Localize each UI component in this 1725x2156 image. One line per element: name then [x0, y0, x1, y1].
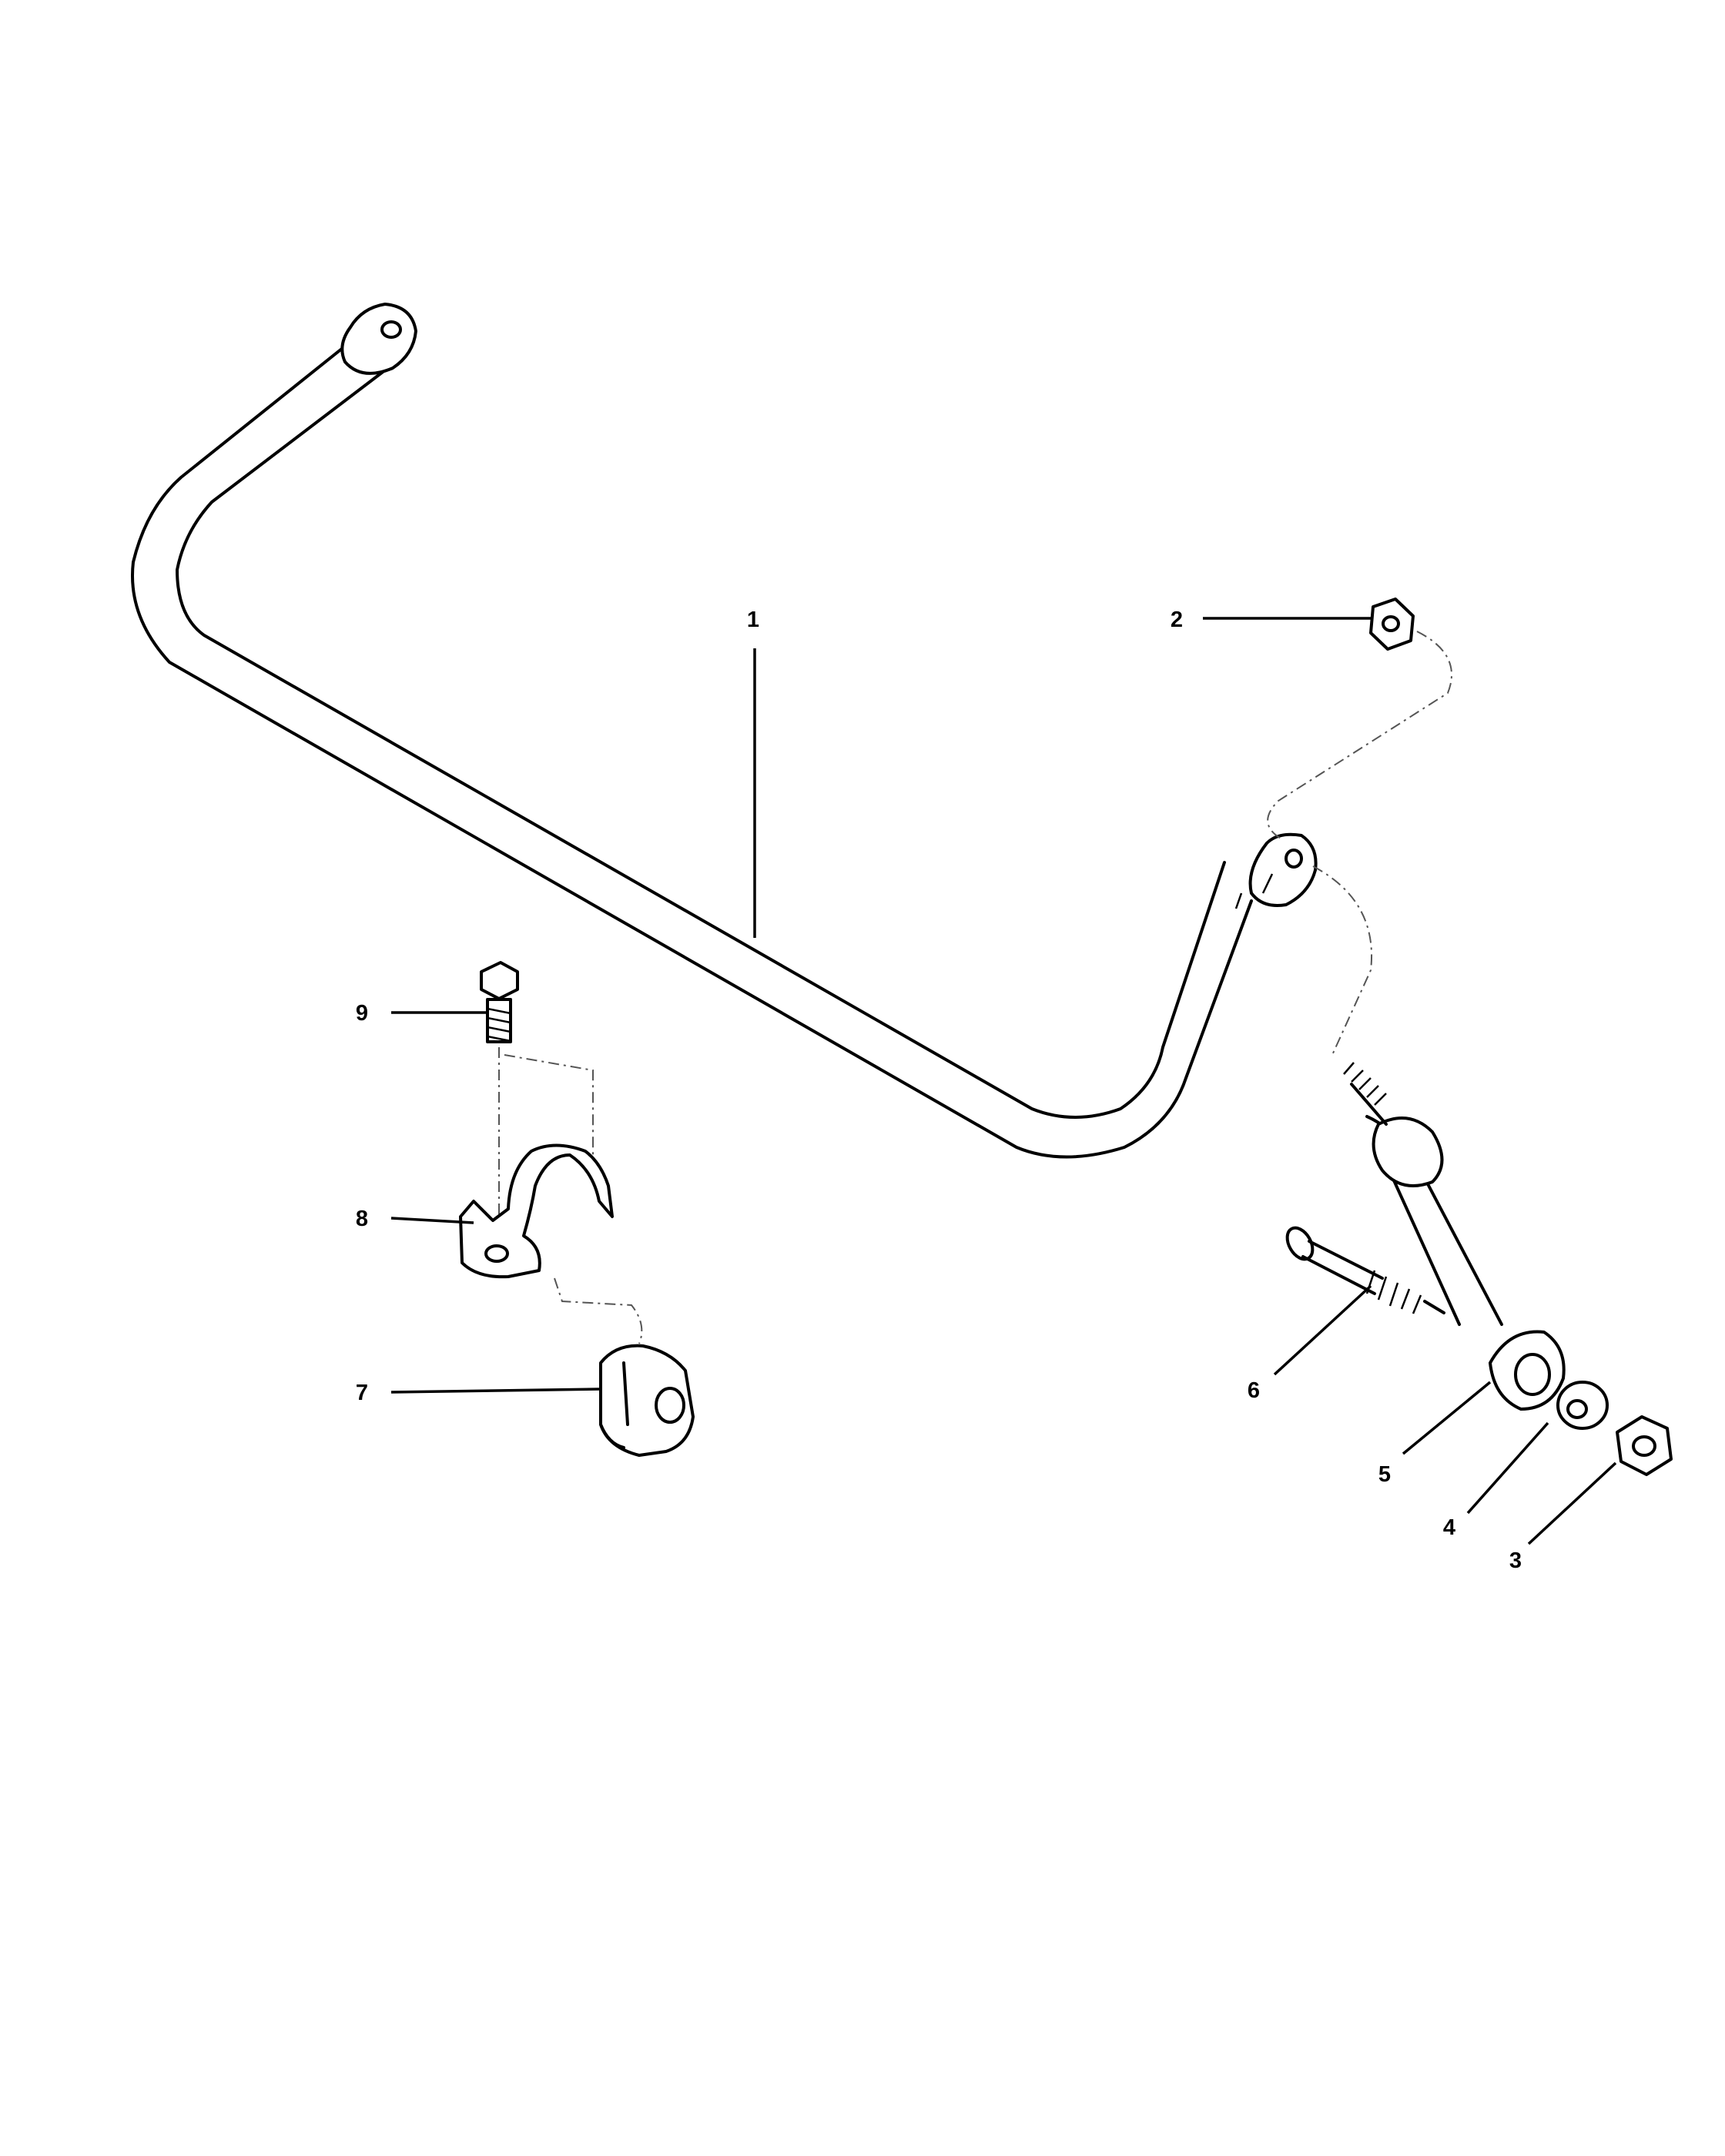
- callout-3: 3: [1509, 1548, 1522, 1573]
- callout-7: 7: [356, 1381, 368, 1405]
- callout-2: 2: [1171, 608, 1183, 632]
- stabilizer-bar[interactable]: [131, 303, 1318, 1159]
- leader-8: [390, 1217, 474, 1224]
- dash-bracket-to-bushing: [554, 1277, 643, 1344]
- clamp-bolt[interactable]: [480, 961, 519, 1043]
- dash-bracket-outline: [504, 1054, 594, 1155]
- nut-upper[interactable]: [1369, 598, 1415, 651]
- link[interactable]: [1343, 1062, 1566, 1411]
- bolt[interactable]: [1282, 1224, 1445, 1314]
- callout-4: 4: [1443, 1515, 1455, 1540]
- callout-1: 1: [747, 608, 759, 632]
- leader-6: [1273, 1284, 1372, 1376]
- leader-4: [1466, 1421, 1549, 1515]
- bushing[interactable]: [599, 1344, 695, 1457]
- leader-3: [1527, 1461, 1617, 1545]
- callout-8: 8: [356, 1207, 368, 1231]
- dash-link-to-bar: [1312, 865, 1372, 1056]
- dash-nut-to-bar: [1267, 631, 1452, 840]
- bracket[interactable]: [459, 1143, 614, 1279]
- leader-5: [1402, 1381, 1492, 1455]
- washer[interactable]: [1556, 1381, 1609, 1430]
- leader-7: [390, 1388, 600, 1394]
- callout-6: 6: [1248, 1378, 1260, 1403]
- nut-lower[interactable]: [1616, 1415, 1673, 1476]
- callout-9: 9: [356, 1001, 368, 1026]
- callout-5: 5: [1378, 1462, 1391, 1487]
